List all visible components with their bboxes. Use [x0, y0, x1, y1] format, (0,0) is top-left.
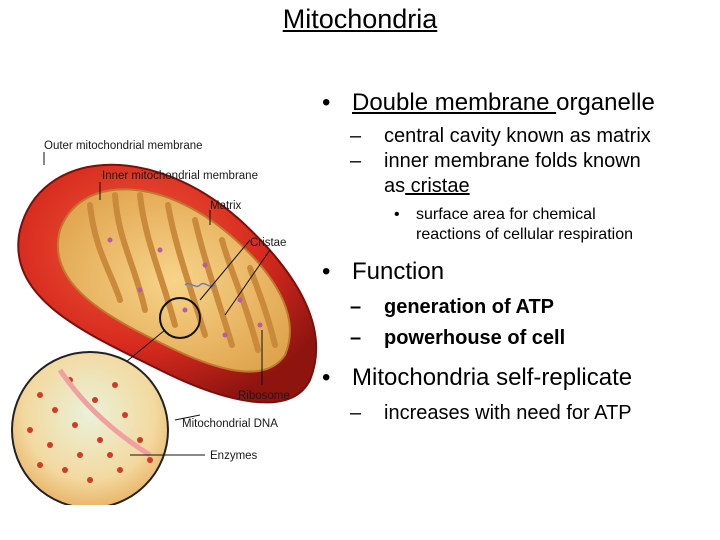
bullet-dash: – [350, 327, 362, 349]
sub-bullet-atp: – generation of ATP [350, 296, 554, 318]
page-title: Mitochondria [282, 4, 438, 34]
bullet-self-replicate: • Mitochondria self-replicate [322, 364, 633, 391]
sub-bullet-increases: – increases with need for ATP [350, 402, 632, 424]
label-ribosome: Ribosome [238, 390, 290, 402]
bullet-dash: – [350, 402, 362, 424]
bullet-function: • Function [322, 258, 445, 285]
label-enzymes: Enzymes [210, 450, 258, 462]
mitochondrion-illustration [11, 152, 318, 509]
sub-bullet-matrix: – central cavity known as matrix [350, 125, 651, 147]
enzyme-dots [27, 377, 153, 483]
label-cristae: Cristae [250, 237, 287, 249]
sub-bullet-cristae: – inner membrane folds known as cristae [350, 150, 641, 197]
sub-sub-bullet-surface-area: • surface area for chemical reactions of… [394, 206, 633, 243]
bullet-dot: • [322, 364, 331, 391]
matrix-region [56, 188, 291, 373]
bullet-list: • Double membrane organelle – central ca… [322, 88, 714, 426]
label-inner-membrane: Inner mitochondrial membrane [102, 170, 258, 182]
ribosome-dots [107, 237, 263, 338]
label-outer-membrane: Outer mitochondrial membrane [44, 140, 203, 152]
mitochondrion-figure: Outer mitochondrial membrane Inner mitoc… [0, 125, 330, 509]
bullet-dash: – [350, 150, 362, 172]
dna-strand [184, 282, 216, 288]
bullet-dot: • [322, 258, 331, 285]
magnifier-ring [159, 297, 201, 339]
leader-lines [43, 152, 271, 456]
bullet-dot: • [394, 206, 400, 223]
sub-bullet-powerhouse: – powerhouse of cell [350, 327, 566, 349]
bullet-dot: • [322, 89, 331, 116]
label-mitochondrial-dna: Mitochondrial DNA [182, 418, 278, 430]
bullet-double-membrane: • Double membrane organelle [322, 89, 655, 116]
cristae-folds [87, 192, 278, 353]
zoom-crista [57, 368, 152, 458]
bullet-dash: – [350, 125, 362, 147]
bullet-dash: – [350, 296, 362, 318]
label-matrix: Matrix [210, 200, 242, 212]
